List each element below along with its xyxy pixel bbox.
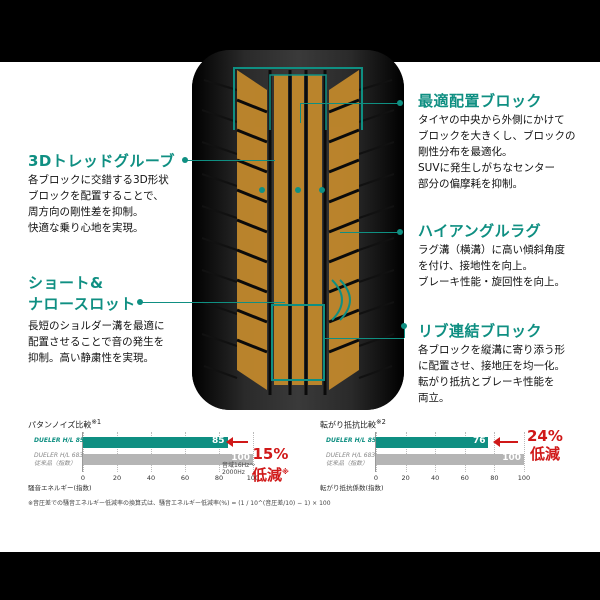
- leader-dot: [182, 157, 188, 163]
- noise-tick-label: 80: [214, 474, 224, 482]
- noise-reduction-value: 15% 低減: [252, 445, 289, 484]
- leader-right-bottom: [324, 338, 325, 358]
- noise-tick-label: 20: [112, 474, 122, 482]
- noise-new-product-label: DUELER H/L 850: [34, 437, 89, 444]
- rolling-gridline: [464, 432, 466, 472]
- rolling-tick-label: 60: [460, 474, 469, 482]
- noise-gridline: [151, 432, 152, 472]
- leader-right-bottom-h: [324, 338, 404, 339]
- noise-reduction-text: 15% 低減※: [252, 427, 289, 484]
- rolling-gridline: [405, 432, 407, 472]
- leader-right-mid: [340, 232, 400, 233]
- feature-body-left-bottom: 長短のショルダー溝を最適に 配置させることで音の発生を 抑制。高い静粛性を実現。: [28, 320, 165, 364]
- noise-bar-value: 85: [211, 436, 225, 446]
- bottom-black-band: [0, 552, 600, 600]
- noise-chart: 0 20 40 60 80 100 85 100: [81, 432, 259, 482]
- rolling-old-note: 従来品（指数）: [326, 460, 369, 467]
- tire-svg: [192, 50, 404, 410]
- feature-title-left-bottom-line2: ナロースロット: [28, 295, 136, 313]
- feature-title-right-bottom: リブ連結ブロック: [418, 322, 543, 340]
- rolling-tick-label: 20: [401, 474, 410, 482]
- noise-reduction-arrowhead: [226, 437, 233, 447]
- noise-gridline: [253, 432, 254, 472]
- rolling-reduction-arrowhead: [493, 437, 500, 447]
- rolling-chart-title-text: 転がり抵抗比較: [320, 420, 376, 430]
- noise-tick-label: 60: [180, 474, 190, 482]
- rolling-xlabel: 転がり抵抗係数(指数): [320, 484, 384, 492]
- noise-gridline: [83, 432, 84, 472]
- noise-chart-title: パタンノイズ比較※1: [28, 418, 101, 431]
- noise-gridline: [117, 432, 118, 472]
- noise-tick-label: 100: [246, 474, 260, 482]
- rolling-chart-title: 転がり抵抗比較※2: [320, 418, 386, 431]
- feature-title-right-mid: ハイアングルラグ: [418, 222, 542, 240]
- noise-reduction-mark: ※: [282, 468, 289, 476]
- leader-dot: [397, 229, 403, 235]
- rolling-bar-value: 76: [472, 436, 486, 446]
- leader-dot: [397, 100, 403, 106]
- rolling-bar-value: 100: [502, 453, 521, 463]
- rolling-bar: 100: [376, 453, 524, 465]
- noise-gridline: [185, 432, 186, 472]
- noise-bar: 85: [83, 436, 228, 448]
- rolling-footnote-mark: ※2: [376, 418, 386, 426]
- rolling-gridline: [524, 432, 525, 472]
- feature-body-top-right: タイヤの中央から外側にかけて ブロックを大きくし、ブロックの 剛性分布を最適化。…: [418, 114, 576, 190]
- feature-body-left-top: 各ブロックに交錯する3D形状 ブロックを配置することで、 周方向の剛性差を抑制。…: [28, 174, 169, 234]
- noise-bar-value: 100: [231, 453, 250, 463]
- noise-chart-title-text: パタンノイズ比較: [28, 420, 92, 430]
- feature-body-right-bottom: 各ブロックを縦溝に寄り添う形 に配置させ、接地圧を均一化。 転がり抵抗とブレーキ…: [418, 344, 565, 404]
- formula-footnote: ※音圧差での騒音エネルギー低減率の換算式は、騒音エネルギー低減率(%) = (1…: [28, 500, 331, 507]
- noise-tick-label: 0: [80, 474, 86, 482]
- rolling-chart: 0 20 40 60 80 100 76 100: [374, 432, 530, 482]
- rolling-tick-label: 0: [373, 474, 379, 482]
- noise-bar: 100: [83, 453, 253, 465]
- feature-title-left-top: 3Dトレッドグルーブ: [28, 152, 175, 170]
- rolling-reduction-text: 24% 低減: [527, 427, 563, 463]
- noise-reduction-arrow: [228, 441, 248, 443]
- rolling-reduction-arrow: [496, 441, 518, 443]
- feature-title-top-right: 最適配置ブロック: [418, 92, 543, 110]
- rolling-gridline: [494, 432, 496, 472]
- rolling-tick-label: 100: [517, 474, 531, 482]
- rolling-old-product-label: DUELER H/L 683: [326, 452, 376, 459]
- leader-top-right-drop: [300, 103, 301, 123]
- leader-dot: [137, 299, 143, 305]
- rolling-bar: 76: [376, 436, 489, 448]
- leader-left-bottom: [140, 302, 285, 303]
- noise-freq-note: 音域16Hz～ 2000Hz: [222, 462, 256, 476]
- noise-old-note: 従来品（指数）: [34, 460, 77, 467]
- noise-footnote-mark: ※1: [91, 418, 102, 426]
- rolling-tick-label: 80: [490, 474, 499, 482]
- tire-tread-illustration: [192, 50, 404, 410]
- feature-title-left-bottom-line1: ショート&: [28, 274, 104, 292]
- leader-top-right: [300, 103, 400, 104]
- rolling-gridline: [376, 432, 377, 472]
- noise-xlabel: 騒音エネルギー(指数): [28, 484, 92, 492]
- noise-gridline: [219, 432, 220, 472]
- rolling-tick-label: 40: [431, 474, 440, 482]
- noise-tick-label: 40: [146, 474, 156, 482]
- rolling-gridline: [435, 432, 437, 472]
- feature-body-right-mid: ラグ溝（横溝）に高い傾斜角度 を付け、接地性を向上。 ブレーキ性能・旋回性を向上…: [418, 244, 565, 288]
- noise-old-product-label: DUELER H/L 683: [34, 452, 84, 459]
- leader-left-top: [185, 160, 275, 161]
- leader-right-bottom-up: [404, 326, 405, 338]
- rolling-new-product-label: DUELER H/L 850: [326, 437, 381, 444]
- leader-dot: [401, 323, 407, 329]
